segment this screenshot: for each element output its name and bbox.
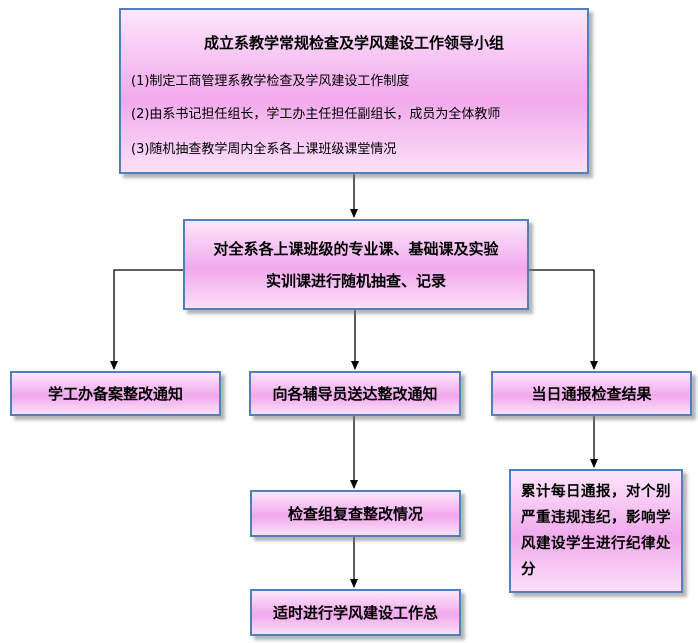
- daily-report-box: 当日通报检查结果: [491, 371, 692, 416]
- leadership-group-title: 成立系教学常规检查及学风建设工作领导小组: [203, 34, 504, 52]
- review-rectification-label: 检查组复查整改情况: [287, 505, 423, 523]
- notify-counselors-label: 向各辅导员送达整改通知: [272, 385, 438, 403]
- leadership-group-box: 成立系教学常规检查及学风建设工作领导小组 (1)制定工商管理系教学检查及学风建设…: [119, 8, 589, 174]
- leadership-item-2: (2)由系书记担任组长，学工办主任担任副组长，成员为全体教师: [131, 107, 501, 122]
- leadership-item-3: (3)随机抽查教学周内全系各上课班级课堂情况: [131, 142, 397, 157]
- daily-report-label: 当日通报检查结果: [531, 385, 652, 403]
- arrow-middle-to-left: [110, 269, 183, 370]
- office-record-label: 学工办备案整改通知: [47, 385, 183, 403]
- leadership-item-1: (1)制定工商管理系教学检查及学风建设工作制度: [131, 74, 410, 89]
- summary-box: 适时进行学风建设工作总: [250, 589, 461, 636]
- arrow-middle-to-right: [529, 269, 598, 370]
- notify-counselors-box: 向各辅导员送达整改通知: [249, 371, 461, 416]
- discipline-box: 累计每日通报，对个别严重违规违纪，影响学风建设学生进行纪律处分: [509, 469, 683, 593]
- review-rectification-box: 检查组复查整改情况: [250, 490, 461, 537]
- random-inspection-line-2: 实训课进行随机抽查、记录: [265, 271, 446, 290]
- random-inspection-box: 对全系各上课班级的专业课、基础课及实验 实训课进行随机抽查、记录: [183, 219, 529, 310]
- discipline-label: 累计每日通报，对个别严重违规违纪，影响学风建设学生进行纪律处分: [521, 484, 671, 578]
- summary-label: 适时进行学风建设工作总: [272, 604, 438, 622]
- random-inspection-line-1: 对全系各上课班级的专业课、基础课及实验: [213, 239, 499, 258]
- office-record-box: 学工办备案整改通知: [10, 371, 221, 416]
